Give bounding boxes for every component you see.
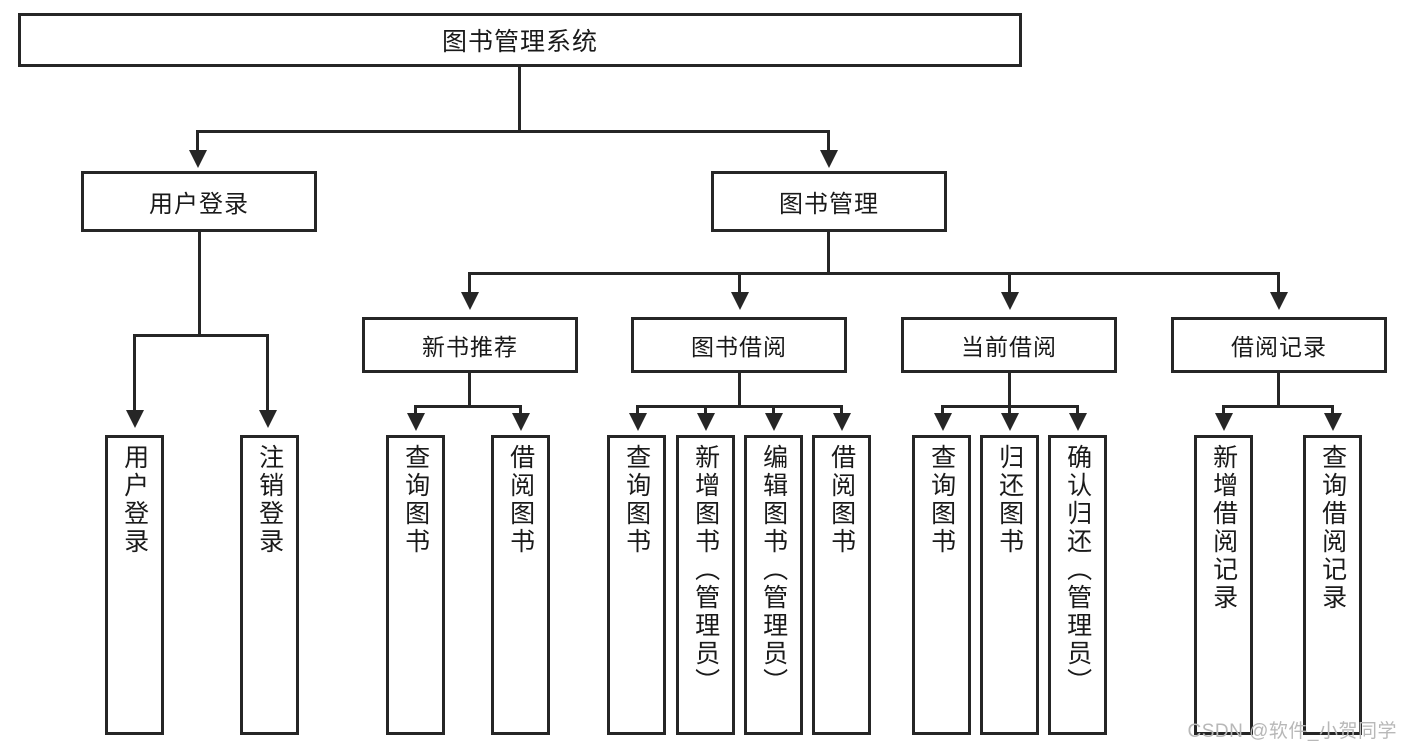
connector-book-borrow-leaf-3 xyxy=(772,405,775,415)
leaf-add-book-admin[interactable]: 新增图书（管理员） xyxy=(676,435,735,735)
leaf-borrow-book-recommend[interactable]: 借阅图书 xyxy=(491,435,550,735)
node-label: 归还图书 xyxy=(995,444,1024,556)
arrowhead-user-login xyxy=(189,150,207,168)
node-user-login[interactable]: 用户登录 xyxy=(81,171,317,232)
leaf-user-login[interactable]: 用户登录 xyxy=(105,435,164,735)
node-label: 注销登录 xyxy=(255,444,284,556)
connector-root-stem xyxy=(518,67,521,130)
node-current-borrow[interactable]: 当前借阅 xyxy=(901,317,1117,373)
connector-to-user-login xyxy=(196,130,199,152)
node-label: 借阅记录 xyxy=(1231,334,1327,360)
node-label: 新书推荐 xyxy=(422,334,518,360)
connector-root-bus xyxy=(196,130,830,133)
node-label: 图书借阅 xyxy=(691,334,787,360)
node-label: 查询借阅记录 xyxy=(1318,444,1347,612)
connector-user-login-leaf-2 xyxy=(266,334,269,412)
node-label: 查询图书 xyxy=(622,444,651,556)
connector-new-book-stem xyxy=(468,373,471,407)
arrowhead-borrow-record xyxy=(1270,292,1288,310)
connector-current-borrow-leaf-1 xyxy=(941,405,944,415)
connector-borrow-record-leaf-2 xyxy=(1331,405,1334,415)
node-label: 查询图书 xyxy=(401,444,430,556)
connector-current-borrow-stem xyxy=(1008,373,1011,407)
connector-current-borrow-leaf-2 xyxy=(1008,405,1011,415)
node-label: 借阅图书 xyxy=(506,444,535,556)
connector-to-new-book xyxy=(468,272,471,294)
node-label: 编辑图书（管理员） xyxy=(759,444,788,696)
leaf-query-book-current[interactable]: 查询图书 xyxy=(912,435,971,735)
node-label: 用户登录 xyxy=(149,191,249,218)
leaf-add-borrow-record[interactable]: 新增借阅记录 xyxy=(1194,435,1253,735)
connector-to-current-borrow xyxy=(1008,272,1011,294)
arrowhead-new-book xyxy=(461,292,479,310)
connector-book-borrow-bus xyxy=(636,405,842,408)
node-label: 确认归还（管理员） xyxy=(1063,444,1092,696)
node-label: 图书管理 xyxy=(779,191,879,218)
node-root-system[interactable]: 图书管理系统 xyxy=(18,13,1022,67)
connector-borrow-record-stem xyxy=(1277,373,1280,407)
connector-current-borrow-leaf-3 xyxy=(1076,405,1079,415)
leaf-query-book-recommend[interactable]: 查询图书 xyxy=(386,435,445,735)
node-label: 用户登录 xyxy=(120,444,149,556)
connector-new-book-leaf-1 xyxy=(414,405,417,415)
leaf-logout[interactable]: 注销登录 xyxy=(240,435,299,735)
arrowhead-leaf-query-book-2 xyxy=(629,413,647,431)
connector-borrow-record-bus xyxy=(1222,405,1334,408)
node-label: 当前借阅 xyxy=(961,334,1057,360)
arrowhead-leaf-return-book xyxy=(1001,413,1019,431)
leaf-edit-book-admin[interactable]: 编辑图书（管理员） xyxy=(744,435,803,735)
connector-book-borrow-leaf-2 xyxy=(704,405,707,415)
arrowhead-leaf-query-book-3 xyxy=(934,413,952,431)
connector-new-book-leaf-2 xyxy=(519,405,522,415)
leaf-confirm-return-admin[interactable]: 确认归还（管理员） xyxy=(1048,435,1107,735)
arrowhead-leaf-confirm-return xyxy=(1069,413,1087,431)
node-borrow-record[interactable]: 借阅记录 xyxy=(1171,317,1387,373)
connector-user-login-stem xyxy=(198,232,201,336)
node-book-manage[interactable]: 图书管理 xyxy=(711,171,947,232)
connector-borrow-record-leaf-1 xyxy=(1222,405,1225,415)
arrowhead-leaf-query-book-1 xyxy=(407,413,425,431)
arrowhead-leaf-add-book xyxy=(697,413,715,431)
connector-new-book-bus xyxy=(414,405,522,408)
node-label: 新增图书（管理员） xyxy=(691,444,720,696)
node-new-book-recommend[interactable]: 新书推荐 xyxy=(362,317,578,373)
connector-user-login-bus xyxy=(133,334,269,337)
arrowhead-current-borrow xyxy=(1001,292,1019,310)
arrowhead-leaf-add-record xyxy=(1215,413,1233,431)
connector-book-manage-bus xyxy=(468,272,1280,275)
node-label: 新增借阅记录 xyxy=(1209,444,1238,612)
leaf-query-borrow-record[interactable]: 查询借阅记录 xyxy=(1303,435,1362,735)
node-label: 图书管理系统 xyxy=(441,28,598,56)
arrowhead-leaf-query-record xyxy=(1324,413,1342,431)
connector-to-book-borrow xyxy=(738,272,741,294)
connector-book-borrow-stem xyxy=(738,373,741,407)
arrowhead-leaf-edit-book xyxy=(765,413,783,431)
connector-to-borrow-record xyxy=(1277,272,1280,294)
leaf-borrow-book[interactable]: 借阅图书 xyxy=(812,435,871,735)
connector-book-manage-stem xyxy=(827,232,830,274)
leaf-return-book[interactable]: 归还图书 xyxy=(980,435,1039,735)
node-label: 查询图书 xyxy=(927,444,956,556)
node-book-borrow[interactable]: 图书借阅 xyxy=(631,317,847,373)
leaf-query-book-borrow[interactable]: 查询图书 xyxy=(607,435,666,735)
arrowhead-leaf-borrow-book-2 xyxy=(833,413,851,431)
arrowhead-book-manage xyxy=(820,150,838,168)
connector-to-book-manage xyxy=(827,130,830,152)
arrowhead-leaf-borrow-book-1 xyxy=(512,413,530,431)
connector-user-login-leaf-1 xyxy=(133,334,136,412)
connector-book-borrow-leaf-1 xyxy=(636,405,639,415)
arrowhead-leaf-logout xyxy=(259,410,277,428)
arrowhead-leaf-user-login xyxy=(126,410,144,428)
arrowhead-book-borrow xyxy=(731,292,749,310)
node-label: 借阅图书 xyxy=(827,444,856,556)
connector-book-borrow-leaf-4 xyxy=(840,405,843,415)
